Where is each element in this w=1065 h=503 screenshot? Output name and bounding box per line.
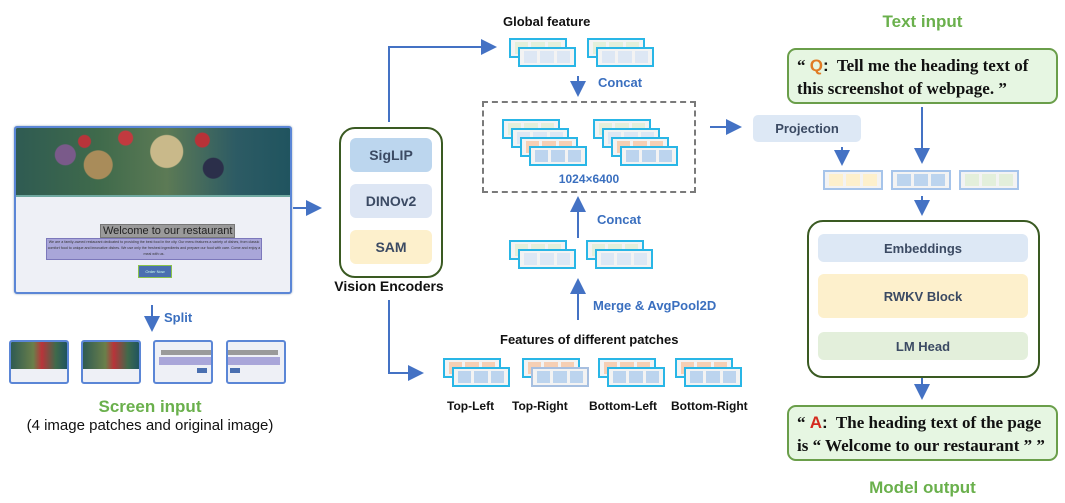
- encoder-siglip: SigLIP: [350, 138, 432, 172]
- open-quote: “: [797, 413, 806, 432]
- feature-dims-label: 1024×6400: [558, 172, 620, 186]
- model-output-title: Model output: [869, 478, 976, 497]
- webpage-paragraph: We are a family-owned restaurant dedicat…: [46, 238, 262, 260]
- concat-feature-card: [529, 146, 587, 166]
- patch-name-bottom-right: Bottom-Right: [671, 399, 748, 413]
- a-tag: A: [809, 413, 823, 432]
- merged-feature-card: [595, 249, 653, 269]
- patch-top-right-thumb: [81, 340, 141, 384]
- encoder-dinov2: DINOv2: [350, 184, 432, 218]
- merged-feature-card: [518, 249, 576, 269]
- patch-feature-card: [452, 367, 510, 387]
- language-model-box: Embeddings RWKV Block LM Head: [807, 220, 1040, 378]
- open-quote: “: [797, 56, 806, 75]
- patch-name-top-right: Top-Right: [512, 399, 568, 413]
- patch-feature-card: [684, 367, 742, 387]
- screen-input-subtitle: (4 image patches and original image): [26, 417, 274, 434]
- rwkv-block: RWKV Block: [818, 274, 1028, 318]
- projection-block: Projection: [753, 115, 861, 142]
- token-other: [959, 170, 1019, 190]
- q-tag: Q: [809, 56, 823, 75]
- patch-bottom-right-thumb: [226, 340, 286, 384]
- patch-bottom-left-thumb: [153, 340, 213, 384]
- encoder-sam: SAM: [350, 230, 432, 264]
- question-text: Tell me the heading text of this screens…: [797, 56, 1029, 98]
- patch-name-bottom-left: Bottom-Left: [589, 399, 657, 413]
- concatenated-features-box: [482, 101, 696, 193]
- concat-feature-card: [620, 146, 678, 166]
- token-visual: [823, 170, 883, 190]
- patch-name-top-left: Top-Left: [447, 399, 495, 413]
- token-text: [891, 170, 951, 190]
- webpage-heading: Welcome to our restaurant: [100, 224, 236, 238]
- answer-box: “ A: The heading text of the page is “ W…: [787, 405, 1058, 461]
- global-feature-card: [596, 47, 654, 67]
- concat-bottom-label: Concat: [597, 212, 642, 227]
- patch-feature-card: [531, 367, 589, 387]
- lm-head-block: LM Head: [818, 332, 1028, 360]
- concat-top-label: Concat: [598, 75, 643, 90]
- arrow-encoders-to-global: [388, 39, 497, 122]
- embeddings-block: Embeddings: [818, 234, 1028, 262]
- question-box: “ Q: Tell me the heading text of this sc…: [787, 48, 1058, 104]
- vision-encoders-box: SigLIP DINOv2 SAM: [339, 127, 443, 278]
- text-input-title: Text input: [882, 12, 963, 31]
- hero-image: [16, 128, 290, 197]
- vision-encoders-title: Vision Encoders: [334, 278, 444, 294]
- arrow-encoders-to-patches: [388, 300, 424, 381]
- merge-avgpool-label: Merge & AvgPool2D: [593, 298, 717, 313]
- screen-input-title: Screen input: [98, 397, 202, 416]
- patch-features-label: Features of different patches: [500, 332, 679, 347]
- webpage-order-button: Order Now: [138, 265, 172, 278]
- global-feature-label: Global feature: [503, 14, 591, 29]
- webpage-screenshot: Welcome to our restaurant We are a famil…: [14, 126, 292, 294]
- patch-feature-card: [607, 367, 665, 387]
- global-feature-card: [518, 47, 576, 67]
- answer-text: The heading text of the page is “ Welcom…: [797, 413, 1045, 455]
- patch-top-left-thumb: [9, 340, 69, 384]
- split-label: Split: [164, 310, 193, 325]
